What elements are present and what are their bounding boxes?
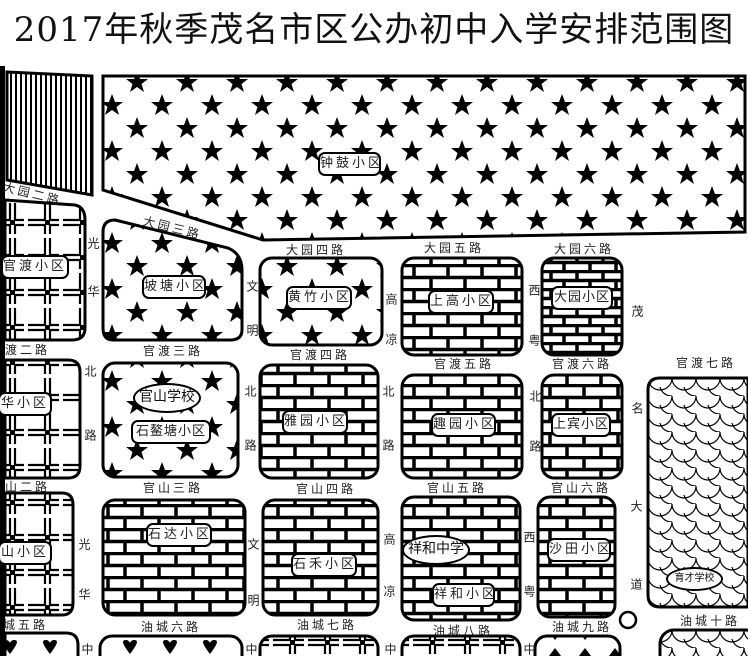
school-yucai: 育才学校 (666, 567, 723, 591)
road-youcheng-8: 油城八路 (433, 624, 494, 638)
road-gaoliang-south: 高凉 (382, 533, 396, 597)
road-maoming-1: 茂 (630, 305, 644, 317)
road-gaoliang-north: 高凉 (384, 293, 398, 345)
road-youcheng-10: 油城十路 (680, 614, 741, 628)
road-guandu-2: 渡二路 (5, 343, 51, 357)
road-guanshan-5: 官山五路 (427, 481, 488, 495)
road-youcheng-7: 油城七路 (297, 618, 358, 632)
road-zhong-4: 中 (522, 643, 536, 655)
road-youcheng-9: 油城九路 (552, 620, 613, 634)
district-label-huangzhu: 黄竹小区 (286, 286, 352, 310)
road-guanshan-2: 山二路 (5, 480, 51, 494)
road-guanshan-3: 官山三路 (143, 481, 204, 495)
road-guanghua-north: 光华 (86, 237, 100, 297)
road-dayuan-4: 大园四路 (286, 243, 347, 257)
district-label-potang: 坡塘小区 (142, 275, 206, 299)
road-dayuan-6: 大园六路 (554, 242, 615, 256)
district-label-shanggao: 上高小区 (428, 290, 494, 314)
district-label-dayuan: 大园小区 (551, 286, 613, 310)
district-label-shangbin: 上宾小区 (551, 413, 611, 437)
road-guandu-4: 官渡四路 (290, 348, 351, 362)
block-bottom-2 (98, 634, 244, 656)
road-youcheng-5: 城五路 (3, 618, 49, 632)
block-hua (3, 358, 82, 480)
road-wenming-north: 文明 (245, 280, 259, 336)
block-bottom-5 (533, 634, 622, 656)
road-xiyue-south: 西粤 (522, 531, 536, 597)
road-xiyue-north: 西粤 (527, 284, 541, 346)
roundabout-marker (618, 610, 638, 630)
road-wenming-south: 文明 (246, 538, 260, 606)
block-shida (101, 498, 247, 617)
district-label-yayuan: 雅园小区 (282, 410, 348, 434)
block-bottom-6 (658, 628, 748, 656)
district-label-shida: 石达小区 (146, 523, 212, 547)
block-yucai (646, 376, 748, 609)
map-title: 2017年秋季茂名市区公办初中入学安排范围图 (13, 10, 735, 50)
road-maoming-dadao: 大道 (629, 500, 643, 590)
district-label-guandu: 官渡小区 (1, 255, 69, 279)
road-zhong-3: 中 (383, 643, 397, 655)
road-guanghua-south: 光华 (77, 538, 91, 600)
road-guandu-7: 官渡七路 (676, 356, 737, 370)
school-xianghe-middle: 祥和中学 (402, 535, 470, 565)
district-label-shiaotang: 石鳌塘小区 (131, 420, 211, 444)
road-guandu-6: 官渡六路 (552, 357, 613, 371)
road-zhong-1: 中 (80, 643, 94, 655)
block-stripes (5, 70, 94, 197)
road-guanshan-4: 官山四路 (296, 482, 357, 496)
block-bottom-1 (3, 631, 80, 656)
road-maoming-2: 名 (630, 402, 644, 414)
road-guanshan-6: 官山六路 (551, 481, 612, 495)
road-guandu-3: 官渡三路 (143, 344, 204, 358)
block-bottom-3 (258, 634, 380, 656)
school-guanshan: 官山学校 (133, 383, 201, 413)
block-bottom-4 (400, 634, 522, 656)
road-north-3: 北路 (381, 385, 395, 451)
block-zhonggu (101, 74, 747, 242)
road-north-4: 北路 (528, 390, 542, 452)
district-label-xianghe: 祥和小区 (432, 583, 495, 607)
road-north-2: 北路 (243, 385, 257, 451)
map-border (0, 66, 5, 656)
district-label-hua: 华小区 (0, 392, 52, 416)
district-label-zhonggu: 钟鼓小区 (318, 152, 381, 176)
road-north-1: 北路 (83, 365, 97, 441)
road-guandu-5: 官渡五路 (434, 357, 495, 371)
district-label-shihe: 石禾小区 (291, 553, 357, 577)
road-zhong-2: 中 (244, 643, 258, 655)
road-dayuan-5: 大园五路 (424, 241, 485, 255)
road-youcheng-6: 油城六路 (141, 620, 202, 634)
district-label-quyuan: 趣园小区 (431, 413, 496, 437)
district-label-shatian: 沙田小区 (547, 538, 611, 562)
district-label-shan: 山小区 (0, 541, 52, 565)
